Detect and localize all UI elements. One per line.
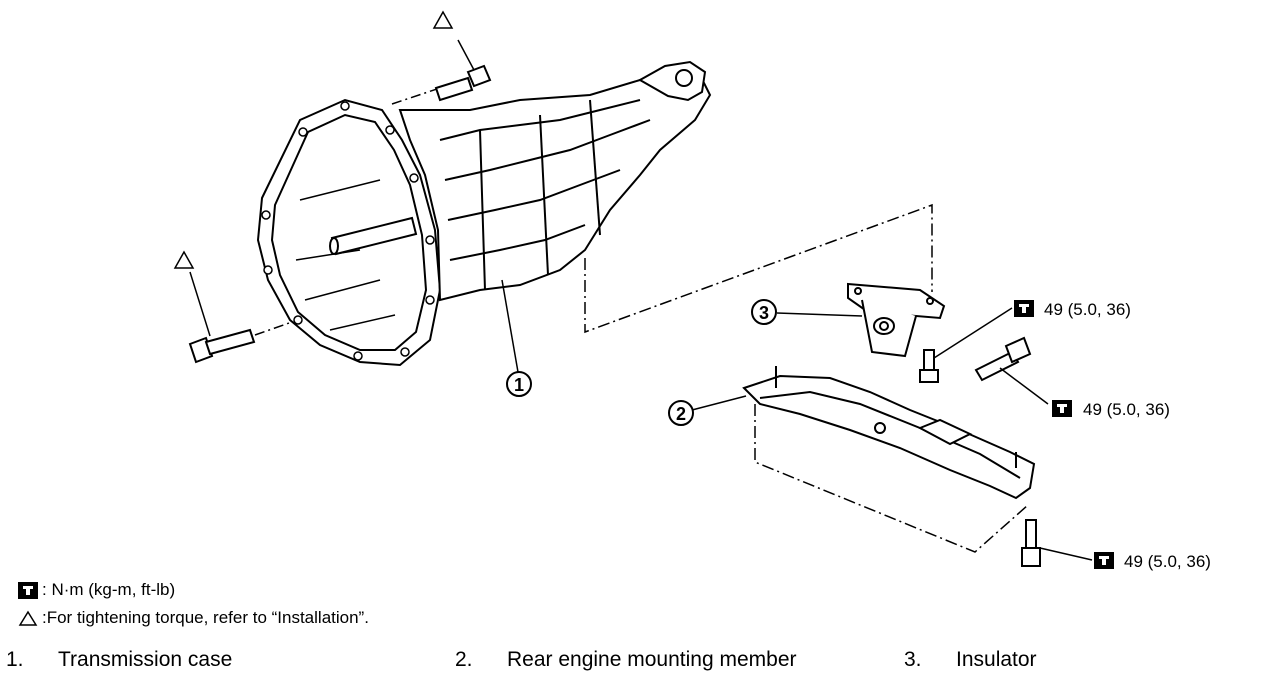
triangle-mark-icon: [173, 250, 195, 269]
part-number: 1.: [6, 648, 24, 671]
insulator-drawing: [847, 282, 946, 358]
torque-label-lower-bolt: 49 (5.0, 36): [1124, 552, 1211, 571]
triangle-mark-icon: [432, 10, 454, 29]
part-number: 2.: [455, 648, 473, 671]
part-name: Insulator: [956, 648, 1037, 671]
torque-wrench-icon: [1014, 300, 1034, 317]
callout-2-number: 2: [676, 404, 686, 424]
part-number: 3.: [904, 648, 922, 671]
callout-3-circle: [751, 299, 777, 325]
upper-bolt-drawing: [434, 39, 492, 102]
transmission-case-drawing: [254, 60, 712, 367]
part-name: Transmission case: [58, 648, 233, 671]
callout-1-circle: [506, 371, 532, 397]
part-name: Rear engine mounting member: [507, 648, 797, 671]
lower-left-bolt-drawing: [188, 271, 256, 364]
member-bolt-drawing: [974, 336, 1032, 382]
insulator-bolt-drawing: [919, 349, 939, 383]
torque-wrench-icon: [1094, 552, 1114, 569]
rear-engine-mounting-member-drawing: [742, 366, 1036, 500]
triangle-mark-icon: [18, 610, 38, 626]
torque-label-member-bolt: 49 (5.0, 36): [1083, 400, 1170, 419]
legend-triangle-note-text: :For tightening torque, refer to “Instal…: [42, 608, 369, 627]
callout-1-number: 1: [514, 375, 524, 395]
lower-bolt-drawing: [1021, 519, 1041, 567]
torque-label-insulator-bolt: 49 (5.0, 36): [1044, 300, 1131, 319]
callout-2-circle: [668, 400, 694, 426]
callout-3-number: 3: [759, 303, 769, 323]
torque-wrench-icon: [1052, 400, 1072, 417]
torque-wrench-icon: [18, 581, 38, 599]
legend-torque-units-text: : N·m (kg-m, ft-lb): [42, 580, 176, 599]
legend-triangle-note: :For tightening torque, refer to “Instal…: [18, 608, 369, 628]
legend-torque-units: : N·m (kg-m, ft-lb): [18, 580, 175, 600]
